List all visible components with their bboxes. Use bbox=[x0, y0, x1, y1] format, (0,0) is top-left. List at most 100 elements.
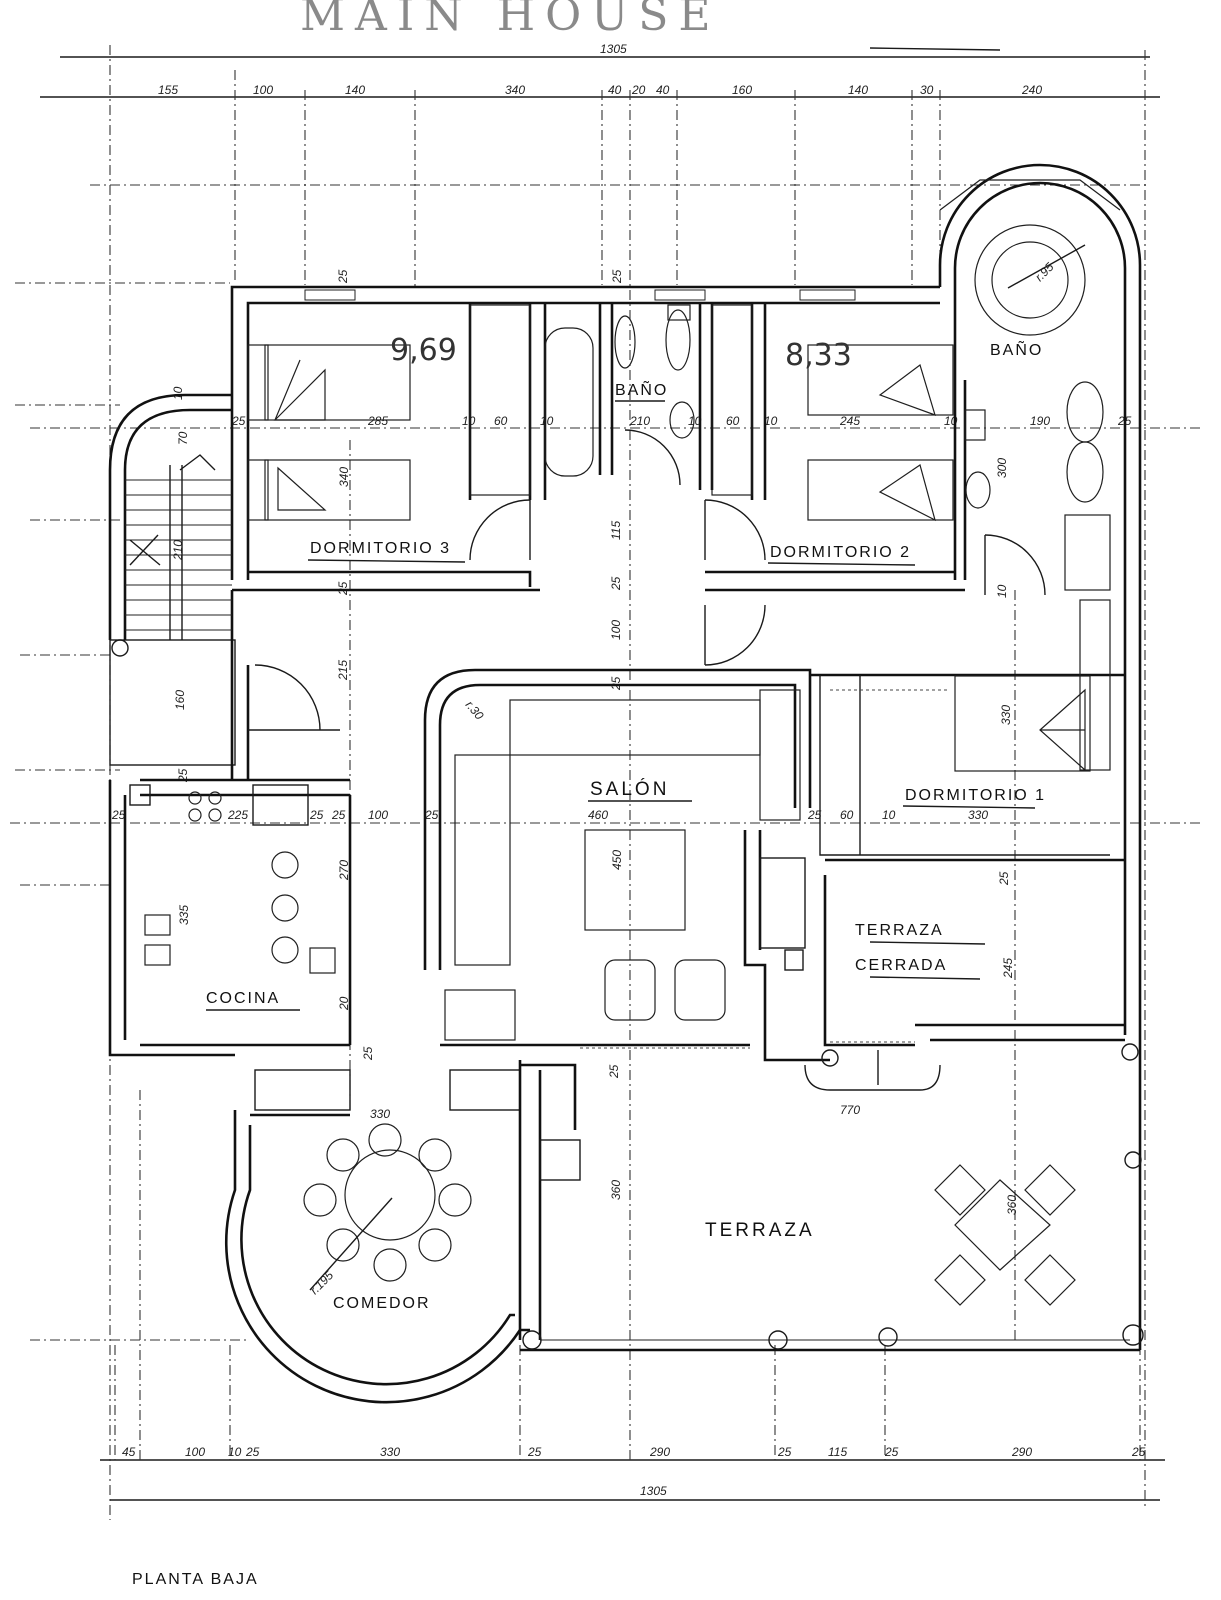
svg-text:40: 40 bbox=[608, 83, 622, 97]
label-dormitorio-1: DORMITORIO 1 bbox=[905, 787, 1046, 804]
label-terraza-cerrada-2: CERRADA bbox=[855, 957, 947, 974]
room-labels: DORMITORIO 3 DORMITORIO 2 DORMITORIO 1 B… bbox=[206, 339, 1046, 1312]
svg-text:60: 60 bbox=[726, 414, 740, 428]
svg-text:25: 25 bbox=[997, 871, 1011, 886]
salon-furniture bbox=[444, 689, 801, 1041]
svg-text:10: 10 bbox=[882, 808, 896, 822]
svg-text:25: 25 bbox=[331, 808, 346, 822]
svg-text:285: 285 bbox=[367, 414, 388, 428]
vertical-dimension-labels: 25 340 115 25 25 100 215 25 330 25 245 2… bbox=[171, 269, 1019, 1215]
svg-text:770: 770 bbox=[840, 1103, 860, 1117]
svg-text:20: 20 bbox=[337, 996, 351, 1011]
svg-text:70: 70 bbox=[176, 431, 190, 445]
svg-text:25: 25 bbox=[1131, 1445, 1146, 1459]
svg-text:25: 25 bbox=[884, 1445, 899, 1459]
svg-text:10: 10 bbox=[228, 1445, 242, 1459]
svg-text:245: 245 bbox=[839, 414, 860, 428]
svg-text:330: 330 bbox=[370, 1107, 390, 1121]
kitchen-fixtures bbox=[144, 791, 336, 974]
wardrobes bbox=[469, 304, 1111, 771]
svg-text:460: 460 bbox=[588, 808, 608, 822]
svg-text:10: 10 bbox=[764, 414, 778, 428]
svg-text:155: 155 bbox=[158, 83, 178, 97]
svg-text:100: 100 bbox=[185, 1445, 205, 1459]
svg-text:360: 360 bbox=[1005, 1195, 1019, 1215]
row2-dimension-labels: 25 225 25 25 100 25 460 25 60 10 330 bbox=[111, 808, 988, 822]
svg-text:330: 330 bbox=[999, 705, 1013, 725]
svg-text:300: 300 bbox=[995, 458, 1009, 478]
svg-text:340: 340 bbox=[505, 83, 525, 97]
svg-text:190: 190 bbox=[1030, 414, 1050, 428]
svg-text:45: 45 bbox=[122, 1445, 136, 1459]
svg-text:10: 10 bbox=[995, 584, 1009, 598]
svg-text:215: 215 bbox=[336, 660, 350, 681]
bed-dormitorio-3-top bbox=[247, 344, 411, 421]
staircase bbox=[125, 454, 232, 640]
svg-text:25: 25 bbox=[609, 676, 623, 691]
label-salon: SALÓN bbox=[590, 778, 669, 800]
bed-dormitorio-2-bottom bbox=[807, 459, 954, 522]
svg-text:25: 25 bbox=[231, 414, 246, 428]
svg-text:r.30: r.30 bbox=[463, 698, 487, 723]
svg-text:160: 160 bbox=[732, 83, 752, 97]
label-dormitorio-3: DORMITORIO 3 bbox=[310, 540, 451, 557]
dimension-lines: 1305 155 100 140 340 40 20 40 160 140 30… bbox=[10, 42, 1200, 1520]
bathroom-fixtures bbox=[544, 179, 1121, 509]
svg-text:330: 330 bbox=[968, 808, 988, 822]
svg-text:25: 25 bbox=[111, 808, 126, 822]
svg-text:25: 25 bbox=[777, 1445, 792, 1459]
svg-text:60: 60 bbox=[494, 414, 508, 428]
exterior-walls bbox=[108, 163, 1142, 1352]
svg-text:335: 335 bbox=[177, 905, 191, 925]
svg-text:20: 20 bbox=[631, 83, 646, 97]
svg-text:25: 25 bbox=[609, 576, 623, 591]
dim-bottom-total: 1305 bbox=[640, 1484, 667, 1498]
svg-text:25: 25 bbox=[309, 808, 324, 822]
bottom-dimension-labels: 45 100 10 25 330 25 290 25 115 25 290 25 bbox=[122, 1445, 1146, 1459]
svg-text:25: 25 bbox=[361, 1046, 375, 1061]
svg-text:100: 100 bbox=[368, 808, 388, 822]
svg-text:r.195: r.195 bbox=[307, 1268, 336, 1297]
svg-text:140: 140 bbox=[848, 83, 868, 97]
svg-text:60: 60 bbox=[840, 808, 854, 822]
svg-text:340: 340 bbox=[337, 467, 351, 487]
svg-text:10: 10 bbox=[688, 414, 702, 428]
label-comedor: COMEDOR bbox=[333, 1295, 431, 1312]
svg-text:10: 10 bbox=[540, 414, 554, 428]
label-dormitorio-2: DORMITORIO 2 bbox=[770, 544, 911, 561]
svg-text:330: 330 bbox=[380, 1445, 400, 1459]
svg-text:225: 225 bbox=[227, 808, 248, 822]
svg-text:245: 245 bbox=[1001, 958, 1015, 979]
svg-text:25: 25 bbox=[610, 269, 624, 284]
svg-text:25: 25 bbox=[336, 581, 350, 596]
columns bbox=[111, 639, 1144, 1350]
label-bano-right: BAÑO bbox=[990, 339, 1043, 359]
svg-text:115: 115 bbox=[828, 1445, 847, 1459]
bed-dormitorio-3-bottom bbox=[247, 459, 411, 521]
handwritten-area-dorm2: 8,33 bbox=[785, 338, 852, 373]
svg-text:290: 290 bbox=[649, 1445, 670, 1459]
svg-text:240: 240 bbox=[1021, 83, 1042, 97]
interior-walls bbox=[129, 303, 1125, 1404]
windows bbox=[304, 289, 950, 1049]
top-dimension-labels: 155 100 140 340 40 20 40 160 140 30 240 bbox=[158, 83, 1042, 97]
svg-text:360: 360 bbox=[609, 1180, 623, 1200]
svg-text:210: 210 bbox=[629, 414, 650, 428]
bed-dormitorio-1 bbox=[954, 675, 1091, 772]
svg-text:100: 100 bbox=[253, 83, 273, 97]
svg-text:160: 160 bbox=[173, 690, 187, 710]
svg-text:100: 100 bbox=[609, 620, 623, 640]
terrace-table bbox=[934, 1164, 1076, 1306]
svg-text:25: 25 bbox=[336, 269, 350, 284]
dining-table bbox=[303, 1123, 472, 1291]
label-terraza: TERRAZA bbox=[705, 1220, 815, 1241]
svg-text:25: 25 bbox=[527, 1445, 542, 1459]
handwritten-title: MAIN HOUSE bbox=[300, 0, 720, 41]
label-terraza-cerrada-1: TERRAZA bbox=[855, 922, 944, 939]
svg-text:25: 25 bbox=[807, 808, 822, 822]
svg-text:115: 115 bbox=[609, 521, 623, 540]
dim-top-total: 1305 bbox=[600, 42, 627, 56]
svg-text:140: 140 bbox=[345, 83, 365, 97]
svg-text:210: 210 bbox=[171, 540, 185, 561]
